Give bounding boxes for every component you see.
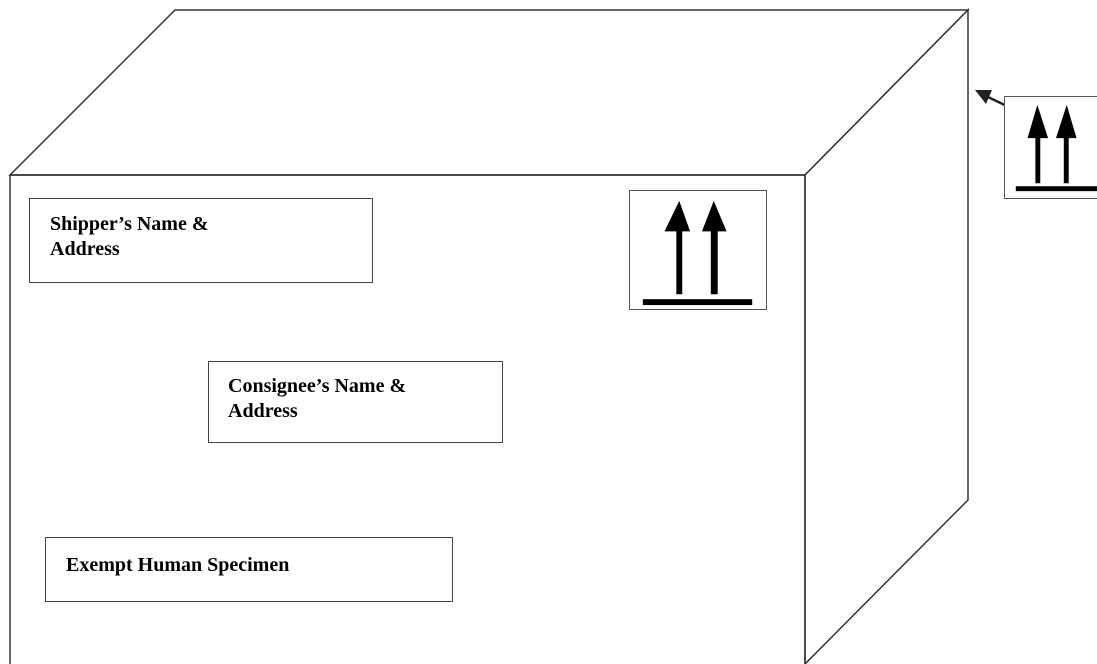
shipper-name-address-label: Shipper’s Name & Address — [29, 198, 373, 283]
this-way-up-arrows-icon — [629, 190, 767, 310]
this-way-up-arrows-icon-side — [1004, 96, 1097, 199]
box-top-face — [8, 9, 970, 176]
consignee-name-address-label: Consignee’s Name & Address — [208, 361, 503, 443]
exempt-human-specimen-label: Exempt Human Specimen — [45, 537, 453, 602]
pointer-arrowhead — [975, 90, 992, 104]
box-front-face — [9, 174, 806, 664]
